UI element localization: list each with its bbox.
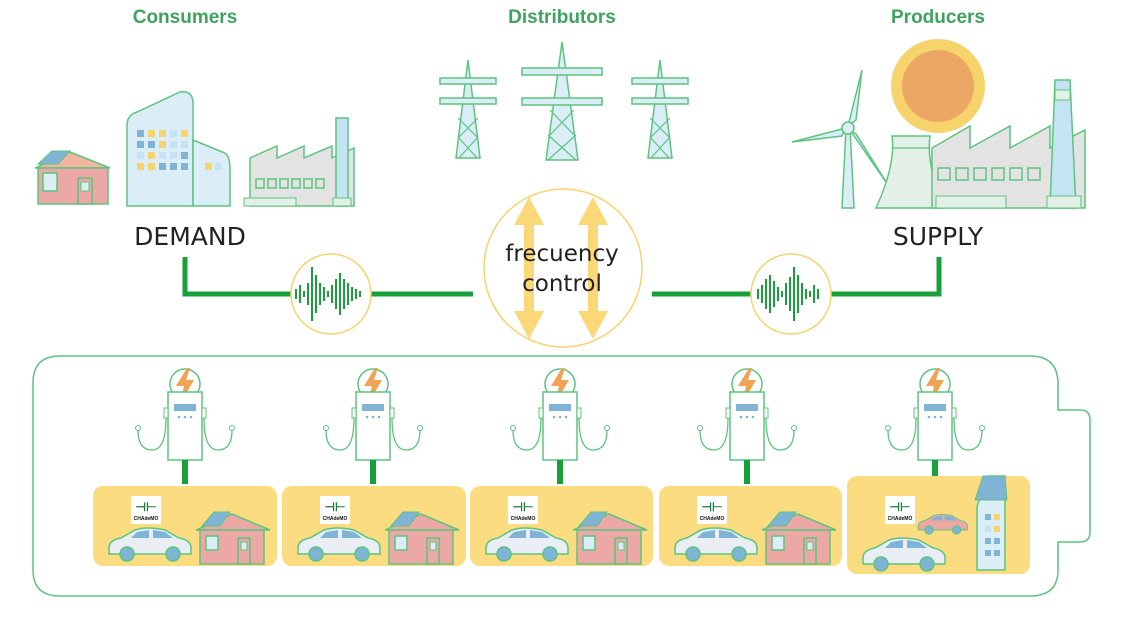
svg-text:⊣⊢: ⊣⊢: [513, 500, 534, 514]
svg-text:⊣⊢: ⊣⊢: [136, 500, 157, 514]
double-arrow-icon: [514, 197, 608, 339]
electric-car-icon: [485, 527, 569, 562]
distributors-title: Distributors: [508, 7, 616, 28]
apartment-building-icon: [974, 475, 1008, 571]
lightning-bolt-icon: [176, 368, 194, 404]
sound-wave-icon: [757, 267, 819, 321]
electric-car-icon: [862, 537, 946, 572]
frequency-label-line2: control: [522, 271, 602, 297]
lightning-bolt-icon: [364, 368, 382, 404]
ev-charger-icon: [885, 368, 985, 484]
cars-and-building-illustration: ⊣⊢ CHAdeMO: [862, 475, 1008, 572]
chademo-logo: ⊣⊢ CHAdeMO: [320, 496, 350, 524]
lightning-bolt-icon: [738, 368, 756, 404]
ev-charger-icon: [323, 368, 423, 484]
lightning-bolt-icon: [926, 368, 944, 404]
electric-car-icon: [674, 527, 758, 562]
producers-title: Producers: [891, 7, 985, 28]
svg-text:CHAdeMO: CHAdeMO: [511, 516, 536, 522]
house-with-solar-icon: [761, 511, 837, 565]
electric-car-icon: [108, 527, 192, 562]
chademo-logo: ⊣⊢ CHAdeMO: [885, 496, 915, 524]
svg-text:CHAdeMO: CHAdeMO: [888, 516, 913, 522]
svg-text:CHAdeMO: CHAdeMO: [134, 516, 159, 522]
ev-charger-icon: [510, 368, 610, 484]
supply-label: SUPPLY: [892, 222, 984, 251]
house-with-solar-icon: [34, 150, 111, 205]
svg-text:CHAdeMO: CHAdeMO: [700, 516, 725, 522]
sun-icon: [891, 39, 985, 133]
svg-text:⊣⊢: ⊣⊢: [890, 500, 911, 514]
factory-icon: [931, 79, 1086, 209]
sound-wave-icon: [295, 267, 361, 321]
chademo-logo: ⊣⊢ CHAdeMO: [131, 496, 161, 524]
car-and-house-illustration: ⊣⊢ CHAdeMO: [108, 496, 271, 565]
supply-signal-icon: [750, 253, 832, 335]
lightning-bolt-icon: [551, 368, 569, 404]
svg-text:CHAdeMO: CHAdeMO: [323, 516, 348, 522]
consumers-title: Consumers: [132, 7, 238, 28]
factory-icon: [243, 117, 355, 207]
frequency-control-circle: [483, 188, 643, 348]
house-with-solar-icon: [572, 511, 648, 565]
house-with-solar-icon: [384, 511, 460, 565]
power-tower-icon: [439, 59, 497, 159]
chademo-logo: ⊣⊢ CHAdeMO: [697, 496, 727, 524]
demand-label: DEMAND: [134, 222, 246, 251]
electric-car-icon: [297, 527, 381, 562]
chademo-logo: ⊣⊢ CHAdeMO: [508, 496, 538, 524]
ev-charger-icon: [135, 368, 235, 484]
power-tower-icon: [521, 41, 603, 161]
car-and-house-illustration: ⊣⊢ CHAdeMO: [674, 496, 837, 565]
wind-turbine-icon: [791, 69, 891, 209]
demand-signal-icon: [290, 253, 372, 335]
electric-car-icon: [917, 513, 968, 535]
frequency-label-line1: frecuency: [505, 241, 619, 267]
ev-charger-icon: [697, 368, 797, 484]
office-building-icon: [126, 90, 231, 207]
svg-text:⊣⊢: ⊣⊢: [325, 500, 346, 514]
car-and-house-illustration: ⊣⊢ CHAdeMO: [485, 496, 648, 565]
power-tower-icon: [631, 59, 689, 159]
house-with-solar-icon: [195, 511, 271, 565]
car-and-house-illustration: ⊣⊢ CHAdeMO: [297, 496, 460, 565]
svg-text:⊣⊢: ⊣⊢: [702, 500, 723, 514]
